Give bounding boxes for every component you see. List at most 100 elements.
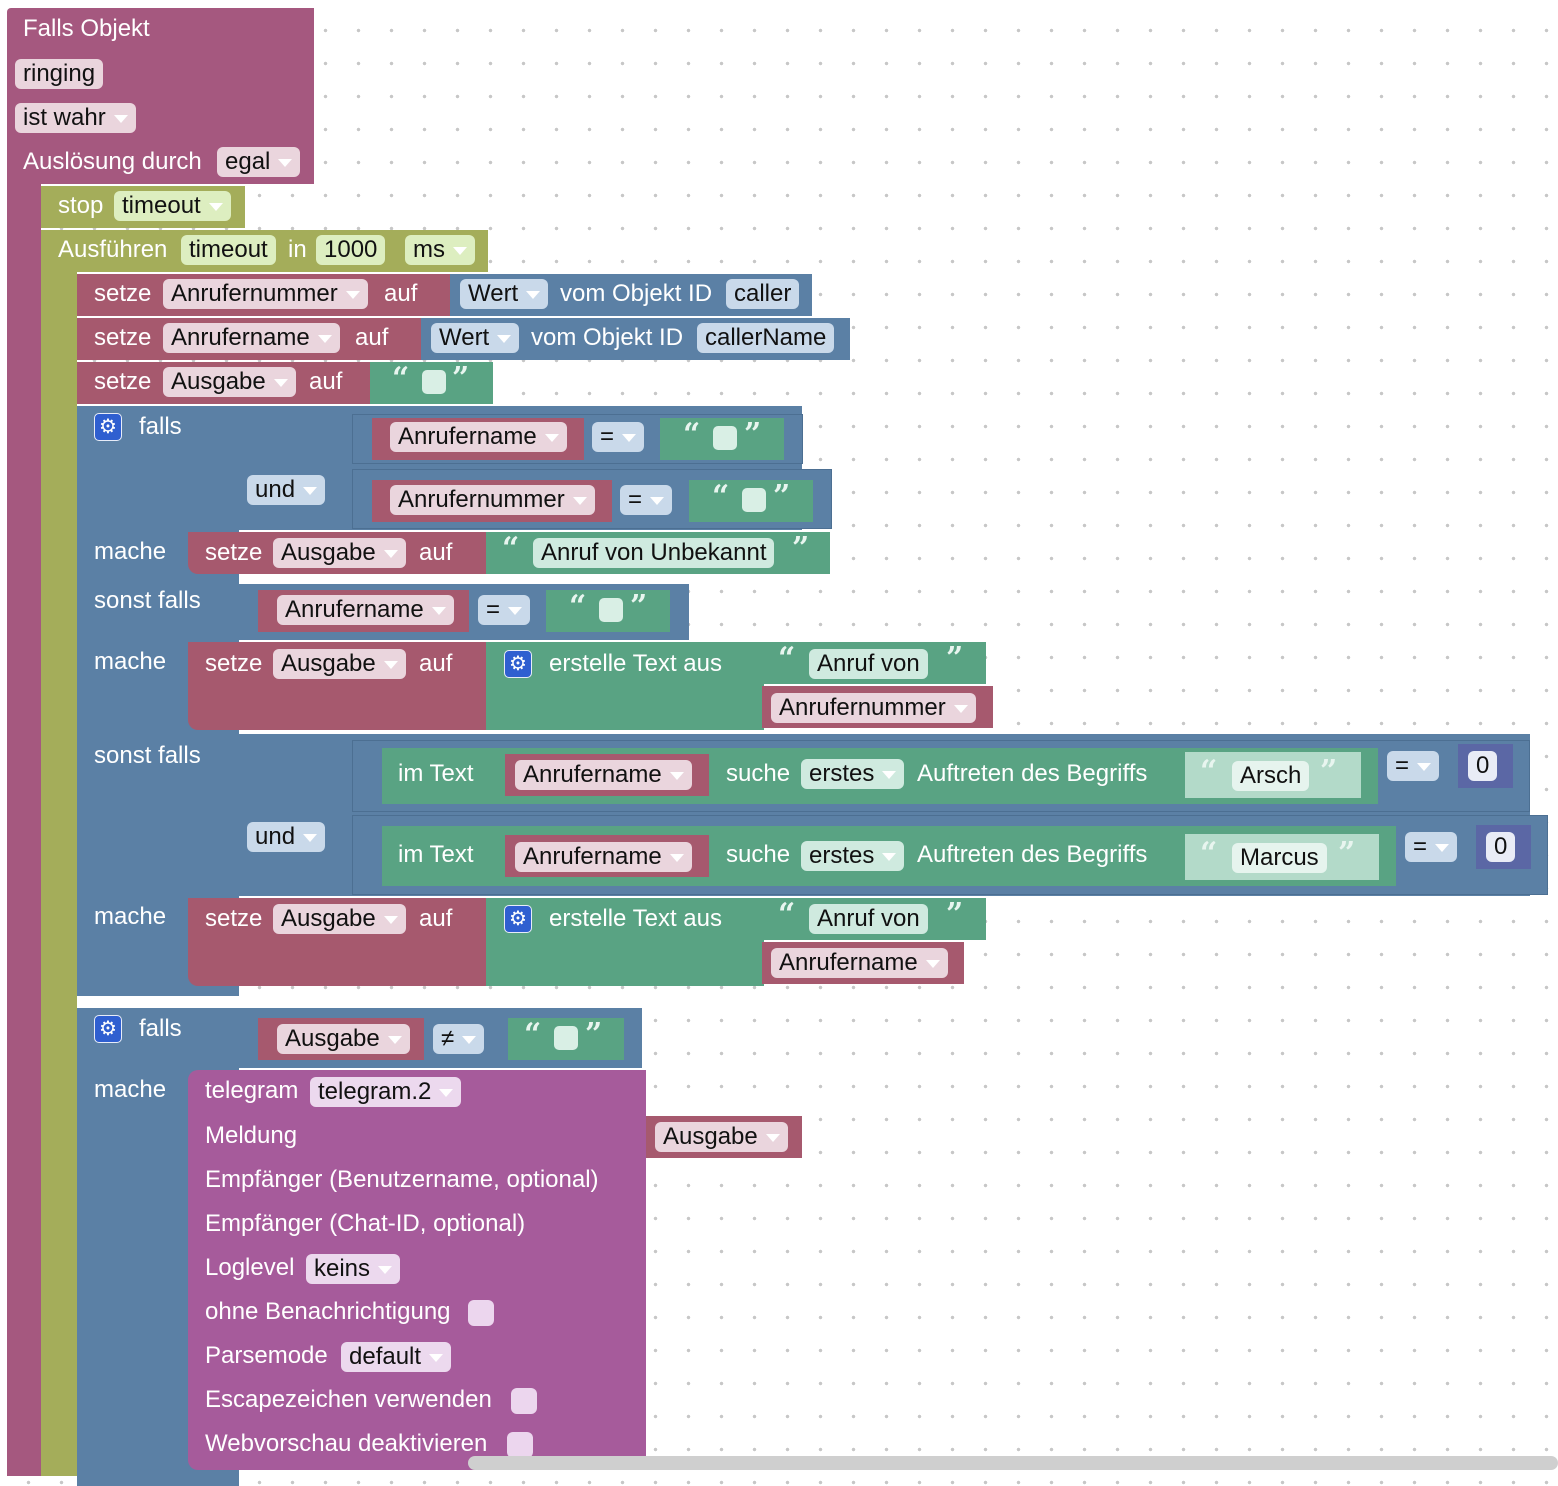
gear-icon[interactable]: ⚙ <box>504 905 532 933</box>
close-quote-icon: ” <box>773 479 791 514</box>
preview-checkbox[interactable] <box>507 1432 533 1458</box>
gear-icon[interactable]: ⚙ <box>504 650 532 678</box>
number-field[interactable]: 0 <box>1468 751 1498 781</box>
logic-op-dropdown[interactable]: und <box>247 822 326 852</box>
compare-op-dropdown[interactable]: = <box>620 485 673 515</box>
exec-unit-dropdown[interactable]: ms <box>405 235 475 265</box>
open-quote-icon: “ <box>524 1017 542 1052</box>
logic-op-dropdown[interactable]: und <box>247 475 326 505</box>
empty-text-field[interactable] <box>599 598 623 622</box>
telegram-instance-dropdown[interactable]: telegram.2 <box>310 1077 462 1107</box>
set-label: setze <box>205 539 263 566</box>
chevron-down-icon <box>303 833 318 842</box>
compare-op-dropdown[interactable]: = <box>592 422 645 452</box>
trigger-object-field[interactable]: ringing <box>15 59 104 89</box>
set-var-dropdown[interactable]: Anrufername <box>163 323 340 353</box>
trigger-condition-dropdown[interactable]: ist wahr <box>15 103 136 133</box>
get-mode-dropdown[interactable]: Wert <box>460 279 549 309</box>
chevron-down-icon <box>383 660 398 669</box>
var-dropdown[interactable]: Anrufernummer <box>771 693 976 723</box>
join-label: erstelle Text aus <box>549 650 722 677</box>
empty-text-field[interactable] <box>554 1026 578 1050</box>
gear-icon[interactable]: ⚙ <box>94 1015 122 1043</box>
chevron-down-icon <box>378 1265 393 1274</box>
trigger-block-spine <box>7 176 41 1476</box>
chevron-down-icon <box>345 290 360 299</box>
set-var-dropdown[interactable]: Ausgabe <box>163 367 296 397</box>
close-quote-icon: ” <box>744 417 762 452</box>
stop-timer-dropdown[interactable]: timeout <box>114 191 231 221</box>
chevron-down-icon <box>273 378 288 387</box>
gear-icon[interactable]: ⚙ <box>94 413 122 441</box>
open-quote-icon: “ <box>1200 836 1218 871</box>
set-label: setze <box>94 368 152 395</box>
var-dropdown[interactable]: Anrufername <box>277 595 454 625</box>
object-id-field[interactable]: callerName <box>697 323 835 353</box>
var-dropdown[interactable]: Anrufername <box>390 422 567 452</box>
var-dropdown[interactable]: Ausgabe <box>655 1122 788 1152</box>
parsemode-label: Parsemode <box>205 1342 328 1369</box>
else-if-label: sonst falls <box>94 587 201 614</box>
open-quote-icon: “ <box>1200 754 1218 789</box>
text-field[interactable]: Marcus <box>1232 843 1327 873</box>
chevron-down-icon <box>669 771 684 780</box>
set-auf-label: auf <box>355 324 389 351</box>
get-from-label: vom Objekt ID <box>560 280 713 307</box>
chevron-down-icon <box>383 915 398 924</box>
compare-op-dropdown[interactable]: ≠ <box>433 1024 485 1054</box>
text-field[interactable]: Anruf von Unbekannt <box>533 538 775 568</box>
set-label: setze <box>205 650 263 677</box>
chevron-down-icon <box>453 246 467 255</box>
parsemode-dropdown[interactable]: default <box>341 1342 452 1372</box>
var-dropdown[interactable]: Anrufername <box>515 760 692 790</box>
text-field[interactable]: Arsch <box>1232 761 1310 791</box>
number-field[interactable]: 0 <box>1486 832 1516 862</box>
horizontal-scrollbar[interactable] <box>468 1456 1558 1470</box>
set-var-dropdown[interactable]: Ausgabe <box>273 904 406 934</box>
close-quote-icon: ” <box>946 641 964 676</box>
preview-label: Webvorschau deaktivieren <box>205 1430 488 1457</box>
else-if-label: sonst falls <box>94 742 201 769</box>
var-dropdown[interactable]: Ausgabe <box>277 1024 410 1054</box>
compare-op-dropdown[interactable]: = <box>478 595 531 625</box>
stop-label: stop <box>58 192 104 219</box>
loglevel-dropdown[interactable]: keins <box>306 1254 401 1284</box>
compare-op-dropdown[interactable]: = <box>1405 832 1458 862</box>
set-var-dropdown[interactable]: Ausgabe <box>273 538 406 568</box>
empty-text-field[interactable] <box>713 426 737 450</box>
chevron-down-icon <box>303 486 318 495</box>
exec-timer-field[interactable]: timeout <box>181 235 276 265</box>
silent-checkbox[interactable] <box>468 1300 494 1326</box>
empty-text-field[interactable] <box>742 488 766 512</box>
chevron-down-icon <box>508 606 523 615</box>
text-join-block[interactable] <box>486 898 764 986</box>
chevron-down-icon <box>317 334 332 343</box>
search-mode-dropdown[interactable]: erstes <box>801 759 905 789</box>
var-dropdown[interactable]: Anrufername <box>515 842 692 872</box>
var-dropdown[interactable]: Anrufernummer <box>390 485 595 515</box>
compare-op-dropdown[interactable]: = <box>1387 751 1440 781</box>
get-mode-dropdown[interactable]: Wert <box>431 323 520 353</box>
object-id-field[interactable]: caller <box>726 279 800 309</box>
set-label: setze <box>94 324 152 351</box>
var-dropdown[interactable]: Anrufername <box>771 948 948 978</box>
search-mode-dropdown[interactable]: erstes <box>801 841 905 871</box>
trigger-value-dropdown[interactable]: egal <box>217 147 301 177</box>
close-quote-icon: ” <box>1338 836 1356 871</box>
set-var-dropdown[interactable]: Anrufernummer <box>163 279 368 309</box>
set-auf-label: auf <box>419 905 453 932</box>
chevron-down-icon <box>429 1353 444 1362</box>
text-field[interactable]: Anruf von <box>809 904 928 934</box>
text-field[interactable]: Anruf von <box>809 649 928 679</box>
get-from-label: vom Objekt ID <box>531 324 684 351</box>
empty-text-field[interactable] <box>422 370 446 394</box>
escape-checkbox[interactable] <box>511 1388 537 1414</box>
trigger-label: Auslösung durch <box>23 148 202 175</box>
search-label: suche <box>726 841 791 868</box>
set-var-dropdown[interactable]: Ausgabe <box>273 649 406 679</box>
text-join-block[interactable] <box>486 642 764 730</box>
exec-value-field[interactable]: 1000 <box>316 235 386 265</box>
telegram-block[interactable] <box>188 1070 646 1470</box>
message-label: Meldung <box>205 1122 298 1149</box>
close-quote-icon: ” <box>585 1017 603 1052</box>
